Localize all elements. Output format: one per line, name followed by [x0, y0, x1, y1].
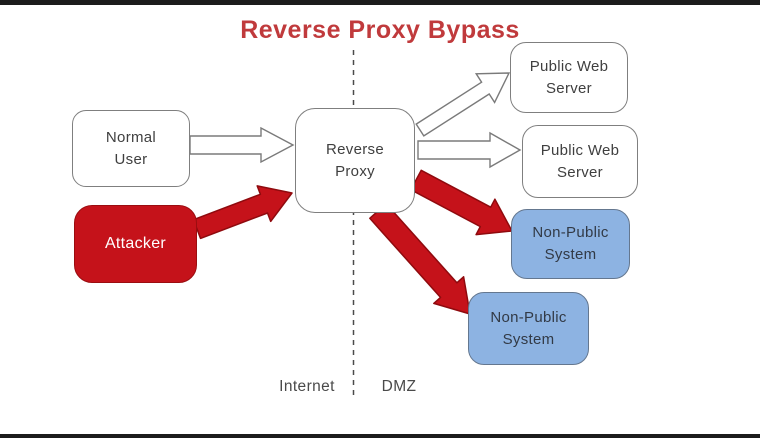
node-non-public-system-1: Non-Public System	[511, 209, 630, 279]
arrow-reverse-proxy-to-non-public-system-2	[369, 202, 471, 315]
node-normal-user: Normal User	[72, 110, 190, 187]
normal-user-label: Normal User	[105, 128, 157, 168]
public-web-server-1-label: Public Web Server	[529, 57, 609, 97]
node-public-web-server-2: Public Web Server	[522, 125, 638, 198]
public-web-server-2-label: Public Web Server	[540, 141, 620, 181]
dmz-zone-label: DMZ	[381, 378, 417, 395]
reverse-proxy-label: Reverse Proxy	[326, 140, 384, 180]
arrow-reverse-proxy-to-public-web-server-2	[417, 131, 522, 169]
diagram-title: Reverse Proxy Bypass	[240, 16, 520, 44]
node-attacker: Attacker	[74, 205, 197, 283]
arrow-reverse-proxy-to-non-public-system-1	[410, 169, 513, 236]
non-public-system-1-label: Non-Public System	[532, 224, 609, 263]
attacker-label: Attacker	[104, 235, 167, 253]
non-public-system-2-label: Non-Public System	[490, 308, 567, 348]
bottom-border-bar	[0, 434, 760, 438]
arrow-attacker-to-reverse-proxy	[192, 185, 293, 240]
node-reverse-proxy: Reverse Proxy	[295, 108, 415, 213]
node-public-web-server-1: Public Web Server	[510, 42, 628, 113]
internet-zone-label: Internet	[279, 378, 335, 395]
top-border-bar	[0, 0, 760, 5]
node-non-public-system-2: Non-Public System	[468, 292, 589, 365]
arrow-normal-user-to-reverse-proxy	[189, 126, 295, 164]
arrow-reverse-proxy-to-public-web-server-1	[415, 72, 511, 137]
